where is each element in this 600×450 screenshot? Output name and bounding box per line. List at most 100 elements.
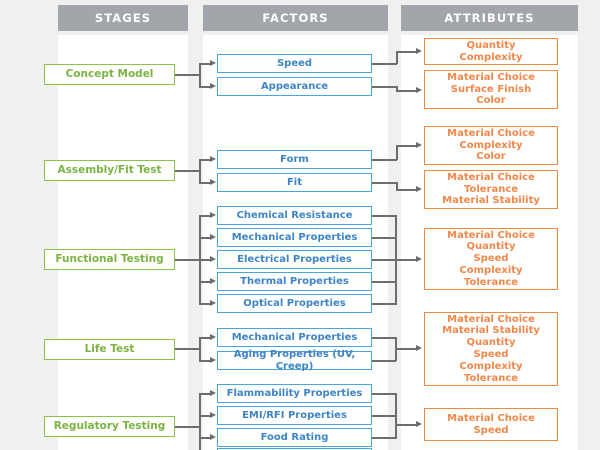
- connector: [372, 237, 396, 239]
- attribute-node-r5g1[interactable]: Material Choice Speed: [424, 408, 558, 441]
- arrow-head-icon: [416, 421, 422, 427]
- arrow-head-icon: [210, 278, 216, 284]
- attribute-line: Complexity: [459, 139, 523, 151]
- connector: [372, 393, 396, 395]
- factor-node-fit[interactable]: Fit: [217, 173, 372, 192]
- attribute-line: Material Choice: [447, 71, 535, 83]
- connector: [199, 159, 211, 161]
- connector: [199, 393, 211, 395]
- connector: [372, 337, 396, 339]
- connector: [395, 393, 397, 439]
- connector: [396, 189, 418, 191]
- attribute-line: Quantity: [466, 241, 516, 253]
- connector: [175, 170, 200, 172]
- factor-node-electrical-properties[interactable]: Electrical Properties: [217, 250, 372, 269]
- connector: [396, 90, 418, 92]
- factor-node-emi-rfi-properties[interactable]: EMI/RFI Properties: [217, 406, 372, 425]
- connector: [199, 337, 201, 360]
- attribute-line: Color: [476, 95, 506, 107]
- arrow-head-icon: [210, 357, 216, 363]
- arrow-head-icon: [210, 83, 216, 89]
- connector: [372, 215, 396, 217]
- attribute-node-r4g1[interactable]: Material Choice Material Stability Quant…: [424, 312, 558, 386]
- connector: [395, 424, 418, 426]
- arrow-head-icon: [416, 142, 422, 148]
- attribute-node-r3g1[interactable]: Material Choice Quantity Speed Complexit…: [424, 228, 558, 290]
- arrow-head-icon: [416, 48, 422, 54]
- connector: [372, 437, 396, 439]
- arrow-head-icon: [210, 212, 216, 218]
- connector: [199, 303, 211, 305]
- connector: [396, 51, 398, 64]
- connector: [372, 63, 397, 65]
- arrow-head-icon: [416, 87, 422, 93]
- attribute-line: Quantity: [466, 337, 516, 349]
- attribute-line: Quantity: [466, 39, 516, 51]
- stage-node-functional-testing[interactable]: Functional Testing: [44, 249, 175, 270]
- attribute-line: Color: [476, 151, 506, 163]
- stage-node-life-test[interactable]: Life Test: [44, 339, 175, 360]
- column-header-stages: STAGES: [58, 5, 188, 31]
- connector: [372, 86, 397, 88]
- connector: [199, 86, 211, 88]
- connector: [199, 215, 211, 217]
- attribute-line: Material Choice: [447, 171, 535, 183]
- factor-node-optical-properties[interactable]: Optical Properties: [217, 294, 372, 313]
- attribute-node-r1g1[interactable]: Quantity Complexity: [424, 38, 558, 65]
- factor-node-chemical-resistance[interactable]: Chemical Resistance: [217, 206, 372, 225]
- arrow-head-icon: [210, 156, 216, 162]
- attribute-line: Complexity: [459, 51, 523, 63]
- arrow-head-icon: [416, 256, 422, 262]
- factor-node-mechanical-properties-life[interactable]: Mechanical Properties: [217, 328, 372, 347]
- factor-node-speed[interactable]: Speed: [217, 54, 372, 73]
- attribute-line: Speed: [473, 253, 509, 265]
- column-header-attributes: ATTRIBUTES: [401, 5, 578, 31]
- connector: [199, 360, 211, 362]
- attribute-line: Material Choice: [447, 313, 535, 325]
- connector: [175, 74, 200, 76]
- stage-node-assembly-fit-test[interactable]: Assembly/Fit Test: [44, 160, 175, 181]
- connector: [175, 259, 200, 261]
- connector: [199, 393, 201, 450]
- attribute-line: Complexity: [459, 360, 523, 372]
- factor-node-aging-properties[interactable]: Aging Properties (UV, Creep): [217, 349, 372, 372]
- attribute-line: Speed: [473, 424, 509, 436]
- connector: [199, 337, 211, 339]
- factor-node-form[interactable]: Form: [217, 150, 372, 169]
- stage-node-concept-model[interactable]: Concept Model: [44, 64, 175, 85]
- attribute-line: Material Choice: [447, 127, 535, 139]
- factor-node-flammability-properties[interactable]: Flammability Properties: [217, 384, 372, 403]
- attribute-line: Tolerance: [463, 276, 519, 288]
- attribute-node-r1g2[interactable]: Material Choice Surface Finish Color: [424, 70, 558, 109]
- attribute-line: Tolerance: [463, 183, 519, 195]
- column-header-factors: FACTORS: [203, 5, 388, 31]
- connector: [396, 145, 418, 147]
- arrow-head-icon: [210, 256, 216, 262]
- connector: [199, 182, 211, 184]
- attribute-line: Material Choice: [447, 412, 535, 424]
- arrow-head-icon: [416, 186, 422, 192]
- factor-node-cutoff[interactable]: [217, 448, 372, 450]
- connector: [396, 86, 398, 91]
- attribute-line: Material Stability: [442, 195, 540, 207]
- attribute-line: Complexity: [459, 264, 523, 276]
- factor-node-food-rating[interactable]: Food Rating: [217, 428, 372, 447]
- connector: [199, 259, 211, 261]
- connector: [372, 159, 397, 161]
- arrow-head-icon: [210, 234, 216, 240]
- connector: [396, 182, 398, 190]
- arrow-head-icon: [210, 412, 216, 418]
- attribute-line: Material Choice: [447, 229, 535, 241]
- stage-node-regulatory-testing[interactable]: Regulatory Testing: [44, 416, 175, 437]
- factor-node-appearance[interactable]: Appearance: [217, 77, 372, 96]
- factor-node-thermal-properties[interactable]: Thermal Properties: [217, 272, 372, 291]
- connector: [372, 360, 396, 362]
- factor-node-mechanical-properties[interactable]: Mechanical Properties: [217, 228, 372, 247]
- connector: [396, 51, 418, 53]
- attribute-node-r2g1[interactable]: Material Choice Complexity Color: [424, 126, 558, 165]
- connector: [396, 145, 398, 160]
- column-panel-stages: [58, 35, 188, 450]
- attribute-node-r2g2[interactable]: Material Choice Tolerance Material Stabi…: [424, 170, 558, 209]
- connector: [175, 426, 200, 428]
